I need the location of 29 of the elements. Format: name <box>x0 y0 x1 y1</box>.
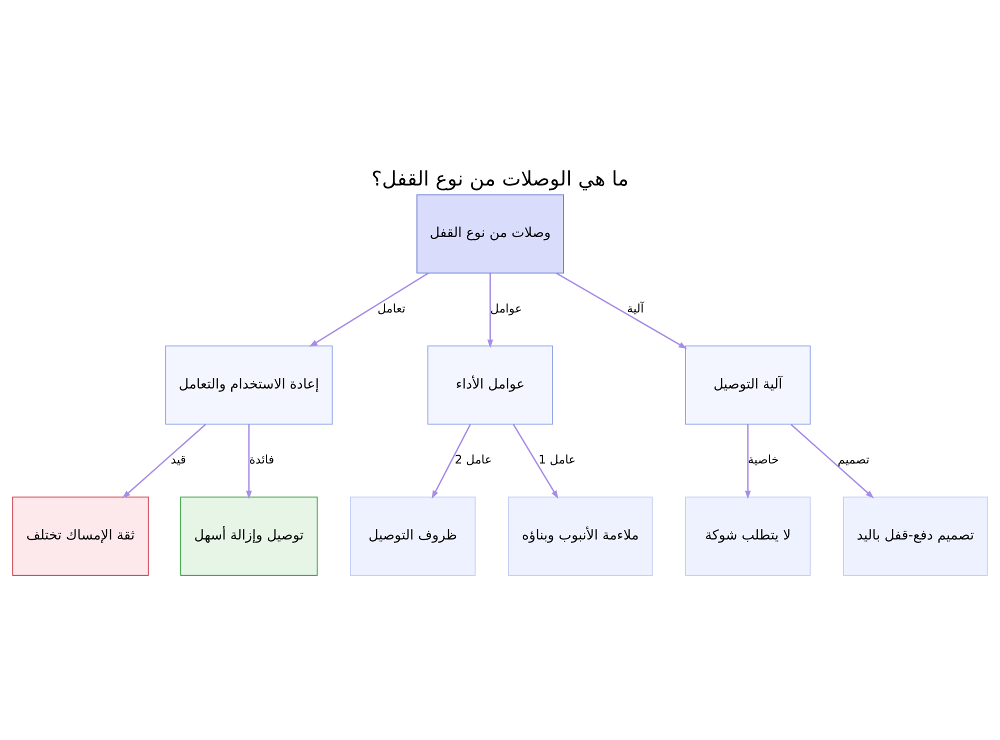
edge-label: خاصية <box>748 452 779 466</box>
arrow <box>556 272 688 348</box>
edge-label: عامل 2 <box>454 452 492 466</box>
edge-label: عوامل <box>490 301 522 316</box>
arrow <box>744 424 751 499</box>
node-box: عوامل الأداء <box>427 344 554 424</box>
edge-label: قيد <box>170 452 186 466</box>
node-box: إعادة الاستخدام والتعامل <box>165 344 333 424</box>
arrow <box>309 272 429 346</box>
node-box: ثقة الإمساك تختلف <box>12 496 149 576</box>
arrow <box>487 272 494 348</box>
edge-label: تصميم <box>838 452 870 466</box>
edge-label: آلية <box>627 301 644 316</box>
node-box: ظروف التوصيل <box>350 496 476 576</box>
edge-label: تعامل <box>377 301 406 316</box>
arrow <box>246 424 252 499</box>
diagram-title: ما هي الوصلات من نوع القفل؟ <box>371 166 629 190</box>
node-box: وصلات من نوع القفل <box>416 194 564 274</box>
edge-label: عامل 1 <box>538 452 576 466</box>
arrow <box>432 424 471 498</box>
node-box: توصيل وإزالة أسهل <box>180 496 318 576</box>
node-box: لا يتطلب شوكة <box>685 496 811 576</box>
node-box: ملاءمة الأنبوب وبناؤه <box>508 496 653 576</box>
arrow <box>122 423 206 498</box>
node-box: آلية التوصيل <box>685 344 811 424</box>
node-box: تصميم دفع-قفل باليد <box>843 496 988 576</box>
arrow <box>512 424 558 498</box>
edge-label: فائدة <box>249 452 274 466</box>
arrow <box>790 423 874 498</box>
